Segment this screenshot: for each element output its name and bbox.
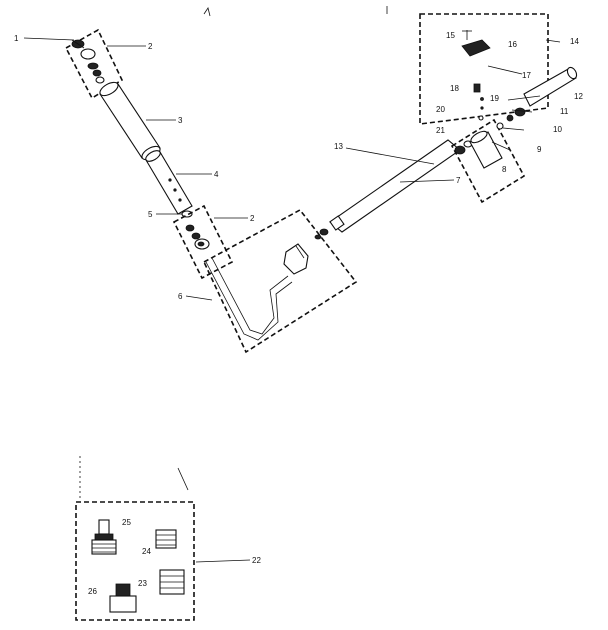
part-6-l-wrench: [205, 257, 293, 341]
part-23-screen: [159, 569, 185, 595]
callout-11: 11: [560, 107, 569, 116]
part-19-ball: [480, 97, 484, 101]
part-12-tube: [523, 66, 578, 107]
part-9-ring: [496, 122, 504, 130]
part-20-spring: [480, 106, 484, 110]
group-box-part-22: [75, 501, 195, 621]
leader-lines: [23, 37, 561, 563]
part-10-washer: [506, 114, 514, 122]
callout-9: 9: [537, 145, 542, 154]
group-box-part-8: [450, 118, 526, 204]
callout-4: 4: [214, 170, 219, 179]
part-2-nut-top: [87, 62, 99, 70]
callout-1: 1: [14, 34, 19, 43]
callout-3: 3: [178, 116, 183, 125]
callout-20: 20: [436, 105, 445, 114]
l-handle-assembly: [172, 204, 358, 354]
group-box-part-6: [202, 208, 358, 354]
part-11-nut: [514, 107, 526, 117]
part-8-coupler: [469, 130, 503, 169]
callout-2-lower: 2: [250, 214, 255, 223]
callout-26: 26: [88, 587, 97, 596]
callout-labels: 1 2 3 4 5 2 6 13 7 8 9 10 11 12 14 15 16…: [14, 31, 583, 596]
callout-17: 17: [522, 71, 531, 80]
callout-21: 21: [436, 126, 445, 135]
part-1-screw: [71, 39, 85, 49]
part-3-tube: [99, 81, 161, 161]
callout-24: 24: [142, 547, 151, 556]
part-15-screw: [462, 30, 472, 40]
callout-6: 6: [178, 292, 183, 301]
callout-2-top: 2: [148, 42, 153, 51]
upper-arm-assembly: [64, 28, 193, 218]
callout-15: 15: [446, 31, 455, 40]
group-box-part-14: [419, 13, 549, 125]
callout-25: 25: [122, 518, 131, 527]
group-box-part-2-top: [64, 28, 124, 100]
callout-22: 22: [252, 556, 261, 565]
part-2-washer-top: [80, 48, 96, 60]
hex-nut: [283, 243, 309, 275]
callout-18: 18: [450, 84, 459, 93]
part-26-fitting: [109, 583, 137, 613]
callout-7: 7: [456, 176, 461, 185]
part-24-filter: [155, 529, 177, 549]
callout-14: 14: [570, 37, 579, 46]
callout-16: 16: [508, 40, 517, 49]
callout-10: 10: [553, 125, 562, 134]
stray-mark: [177, 467, 189, 491]
part-7-bar: [329, 139, 461, 233]
callout-23: 23: [138, 579, 147, 588]
part-18-part: [473, 83, 481, 93]
part-21-pin: [478, 115, 484, 121]
group-box-part-2-lower: [172, 204, 234, 280]
callout-12: 12: [574, 92, 583, 101]
parts-kit-22: [75, 501, 195, 621]
part-25-valve: [91, 519, 117, 555]
callout-19: 19: [490, 94, 499, 103]
part-4-rod: [145, 150, 193, 215]
callout-13: 13: [334, 142, 343, 151]
callout-8: 8: [502, 165, 507, 174]
stray-mark: [203, 7, 211, 17]
callout-5: 5: [148, 210, 153, 219]
part-7-bar-assembly: [314, 118, 526, 240]
part-16-plate: [461, 39, 491, 57]
